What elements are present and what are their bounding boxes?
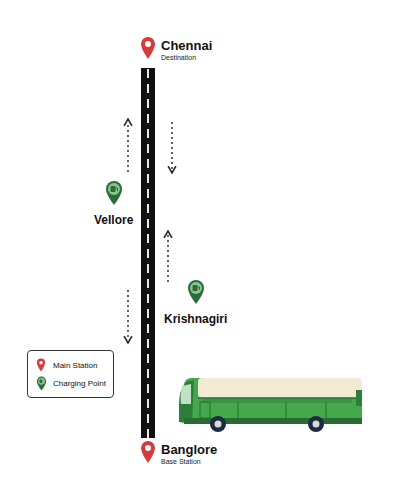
legend-text: Main Station [53, 361, 97, 370]
charging-point: Krishnagiri [164, 279, 227, 326]
down-arrow [171, 122, 172, 170]
bus-illustration [179, 378, 362, 432]
station-role: Base Station [161, 457, 217, 466]
station-name: Vellore [94, 213, 133, 227]
station-name: Krishnagiri [164, 312, 227, 326]
station-role: Destination [161, 53, 212, 62]
legend-sample [36, 376, 47, 391]
up-arrow [167, 234, 168, 282]
station-name: Banglore [161, 442, 217, 457]
charging-pin [187, 279, 205, 305]
legend-sample [36, 358, 46, 372]
road-connector [141, 68, 155, 438]
direction-arrows [128, 122, 172, 340]
road-centre-line [147, 68, 149, 438]
station-name: Chennai [161, 38, 212, 53]
charging-point: Vellore [94, 180, 133, 227]
legend: Main StationCharging Point [27, 350, 114, 398]
down-arrow [127, 290, 128, 340]
legend-row: Main Station [34, 356, 106, 374]
main-station: BangloreBase Station [140, 440, 217, 468]
charging-pin [105, 180, 123, 206]
road [148, 68, 149, 438]
station-pin [140, 36, 156, 60]
station-pin [140, 440, 156, 464]
legend-text: Charging Point [53, 379, 106, 388]
up-arrow [127, 122, 128, 172]
legend-row: Charging Point [34, 374, 106, 392]
main-station: ChennaiDestination [140, 36, 212, 64]
